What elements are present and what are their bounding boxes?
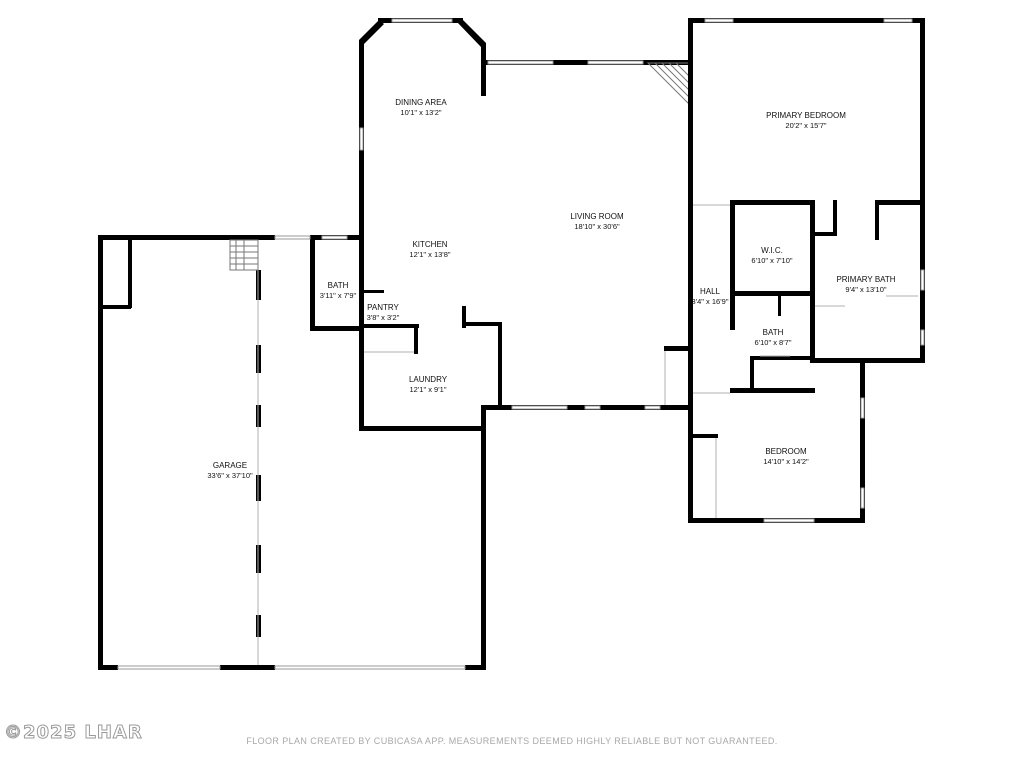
wic-label: W.I.C. [761,246,783,255]
room-labels: DINING AREA 10'1" x 13'2" KITCHEN 12'1" … [207,98,895,480]
kitchen-label: KITCHEN [412,240,447,249]
bedroom-label: BEDROOM [765,447,807,456]
watermark: ©2025 LHAR [4,722,143,744]
primary-bath-label: PRIMARY BATH [836,275,895,284]
bath-2-dims: 6'10" x 8'7" [755,338,792,347]
dining-area-dims: 10'1" x 13'2" [400,108,441,117]
walls [98,18,925,670]
door-lines [364,204,918,518]
bath-1-label: BATH [328,281,349,290]
primary-bedroom-label: PRIMARY BEDROOM [766,111,846,120]
garage-label: GARAGE [213,461,247,470]
laundry-label: LAUNDRY [409,375,448,384]
living-room-label: LIVING ROOM [570,212,624,221]
living-room-dims: 18'10" x 30'6" [574,222,620,231]
garage-dims: 33'6" x 37'10" [207,471,253,480]
dining-area-label: DINING AREA [395,98,447,107]
kitchen-dims: 12'1" x 13'8" [409,250,450,259]
disclaimer-text: FLOOR PLAN CREATED BY CUBICASA APP. MEAS… [246,736,778,746]
pantry-label: PANTRY [367,303,399,312]
hall-dims: 3'4" x 16'9" [692,297,729,306]
pantry-dims: 3'8" x 3'2" [367,313,400,322]
windows [117,18,925,670]
bedroom-dims: 14'10" x 14'2" [763,457,809,466]
bath-2-label: BATH [763,328,784,337]
hall-label: HALL [700,287,721,296]
primary-bath-dims: 9'4" x 13'10" [845,285,886,294]
garage-steps [229,239,259,271]
laundry-dims: 12'1" x 9'1" [410,385,447,394]
wic-dims: 6'10" x 7'10" [751,256,792,265]
primary-bedroom-dims: 20'2" x 15'7" [785,121,826,130]
bath-1-dims: 3'11" x 7'9" [320,291,357,300]
